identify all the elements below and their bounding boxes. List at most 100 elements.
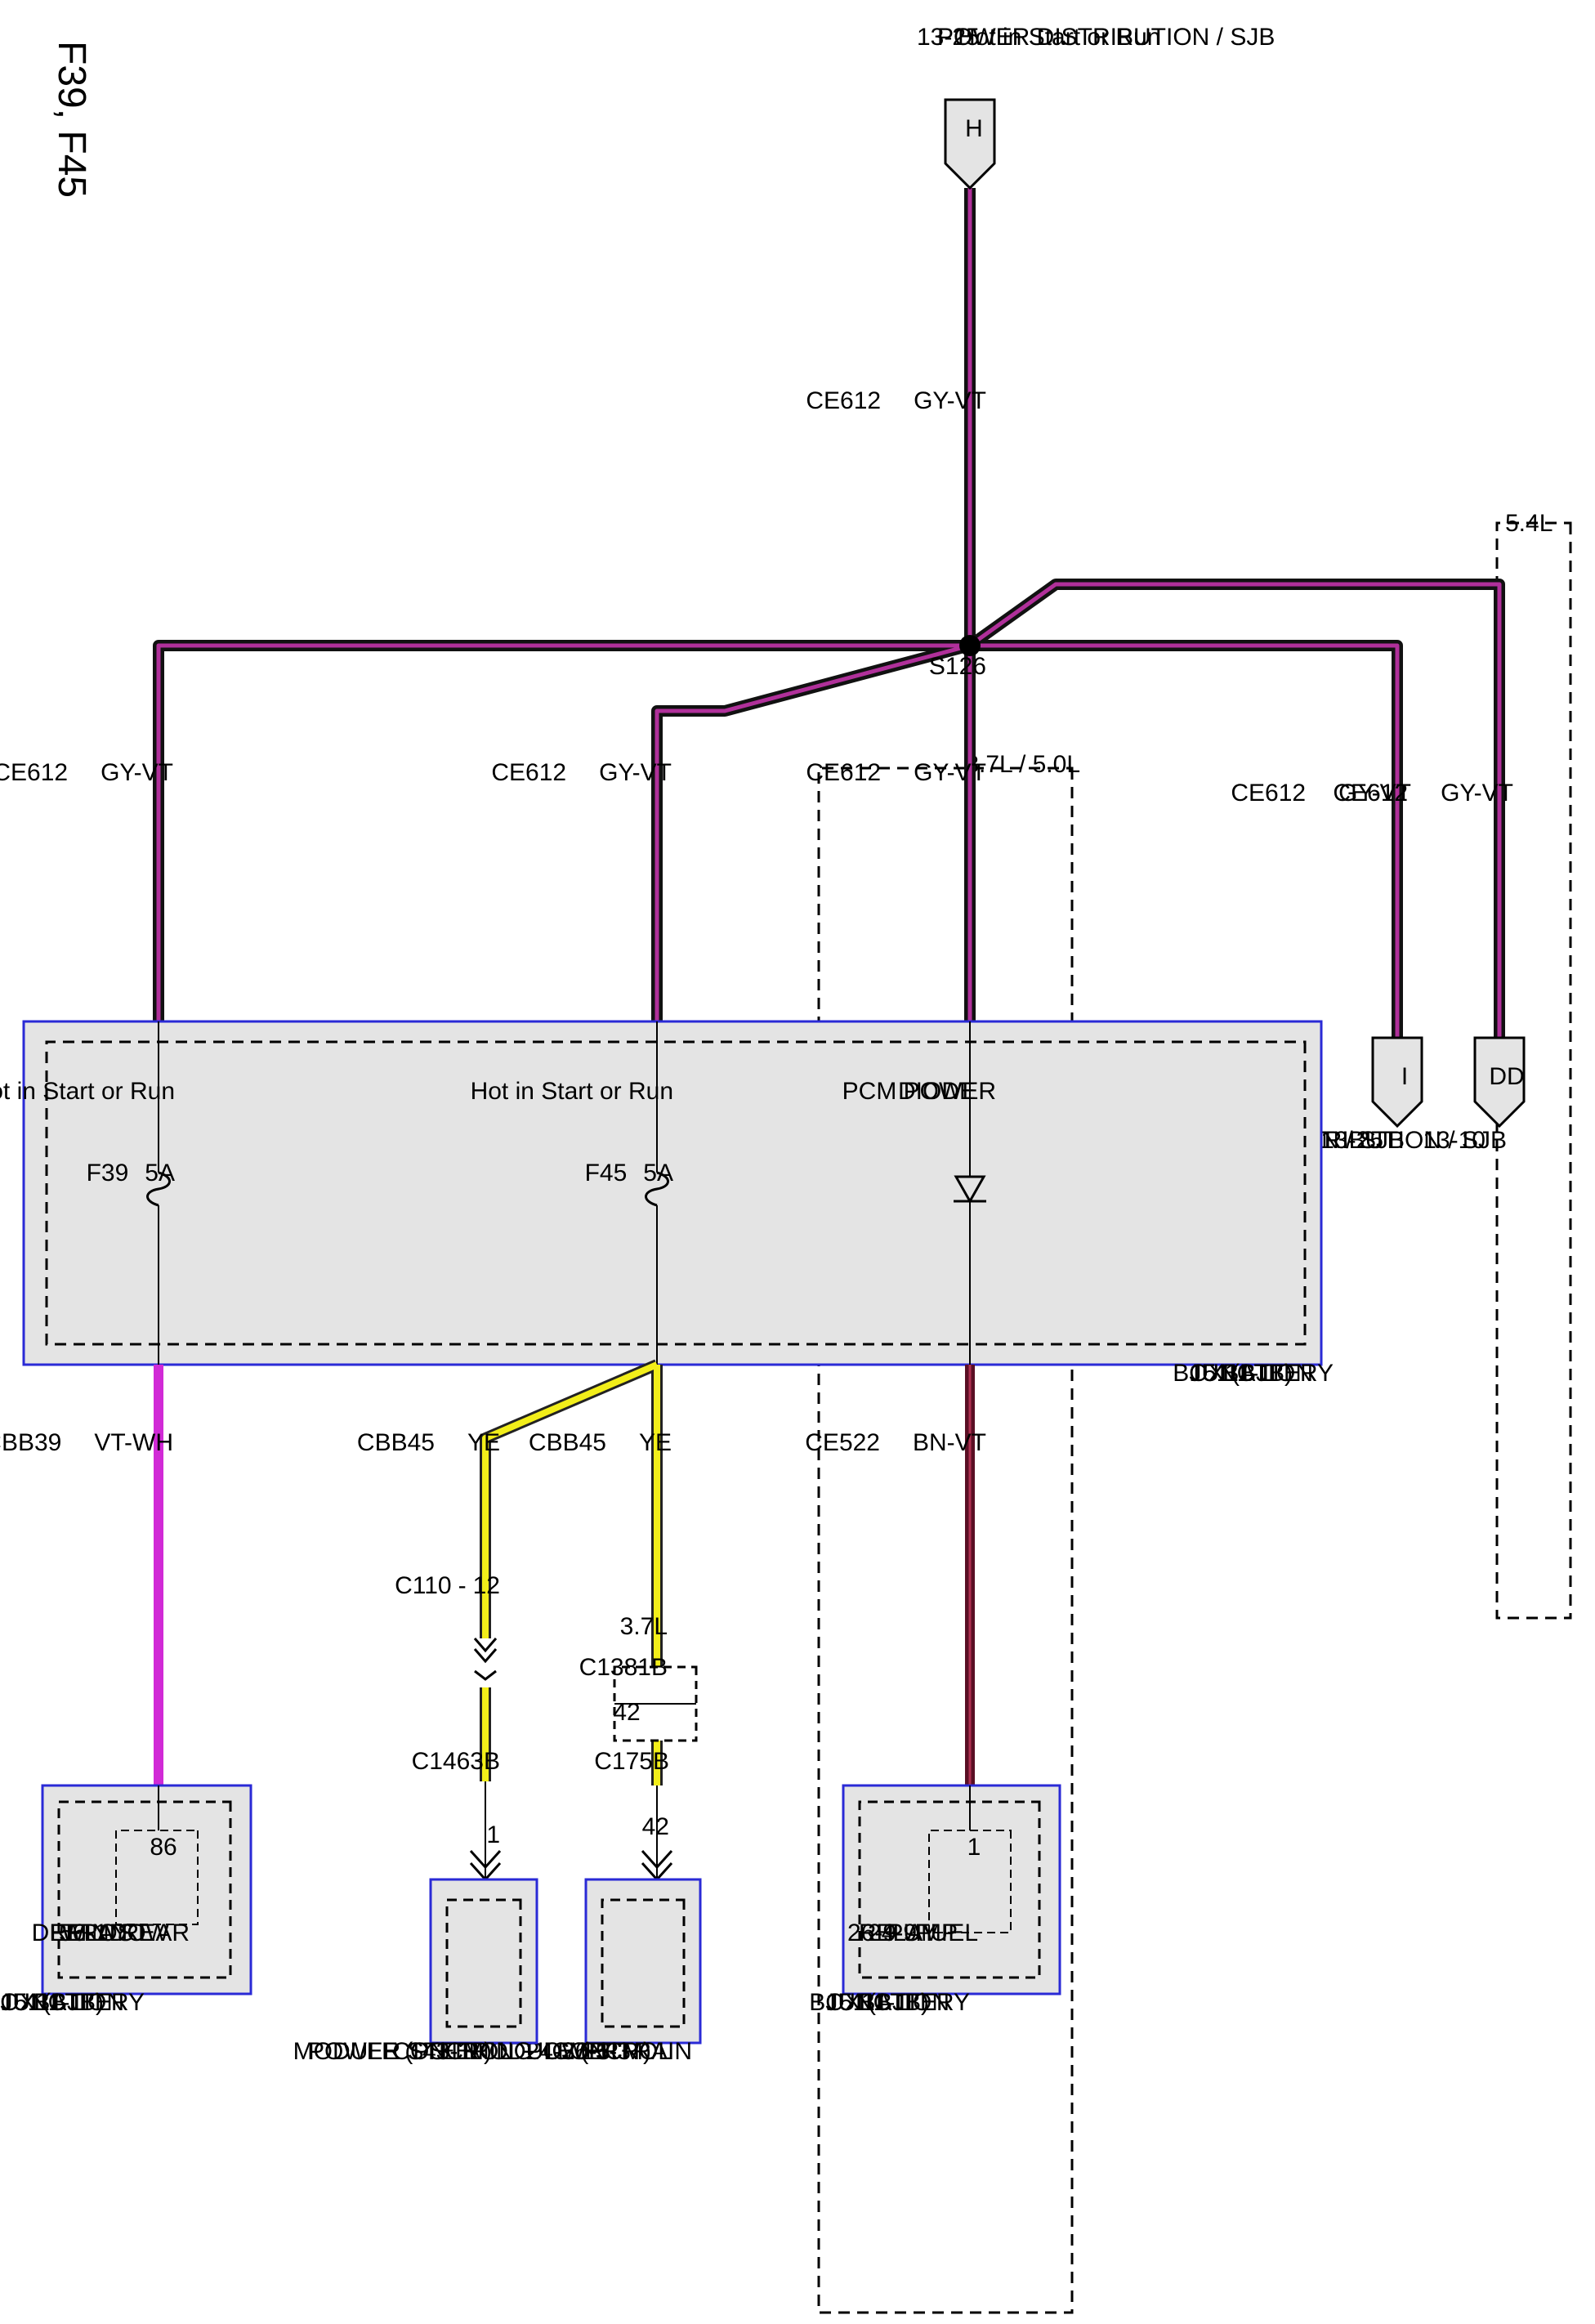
fuse-f39-symbol [146, 1171, 171, 1207]
connector-c1463b-pin: 1 [486, 1821, 500, 1848]
connector-h-note: Hot in Start or Run [958, 24, 1160, 51]
variant-label-3-7l: 3.7L [620, 1613, 668, 1640]
rear-defrost-relay-pin: 86 [150, 1834, 176, 1861]
connector-h-letter: H [965, 115, 983, 142]
svg-text:POWERTRAIN: POWERTRAIN [526, 2038, 692, 2065]
svg-text:26-9: 26-9 [847, 1920, 896, 1946]
bjb-bottom-2-inner [57, 1800, 232, 1979]
svg-text:24-3 25-3: 24-3 25-3 [526, 2038, 631, 2065]
pcm-module-box [584, 1878, 702, 2045]
page-title: F39, F45 [50, 41, 93, 198]
svg-text:RELAY: RELAY [50, 1920, 128, 1946]
svg-text:JUNCTION: JUNCTION [0, 1989, 124, 2016]
option-box-3-7l-5-0l [817, 766, 1074, 2314]
connector-dd-pin: 13-10 [1423, 1127, 1486, 1154]
variant-label-3-7l-5-0l: 3.7L / 5.0L [965, 751, 1080, 778]
bjb-main-inner [45, 1040, 1307, 1346]
connector-c110-label: C110-12 [395, 1572, 500, 1599]
svg-text:REAR: REAR [122, 1920, 190, 1946]
connector-i-letter: I [1401, 1063, 1408, 1090]
fuel-pump-relay-label: FUEL PUMP RELAY 24-9 26-9 [847, 1920, 978, 1946]
pcm-module-label: POWERTRAIN CONTROL MODULE (PCM) 24-3 25-… [469, 2038, 692, 2065]
svg-text:BATTERY: BATTERY [34, 1989, 145, 2016]
svg-text:11-1: 11-1 [36, 1989, 83, 2016]
connector-c175b-name: C175B [594, 1748, 669, 1775]
svg-text:WINDOW: WINDOW [61, 1920, 169, 1946]
connector-c175b-pin: 42 [642, 1813, 669, 1840]
connector-c1463b-name: C1463B [412, 1748, 500, 1775]
connector-c1381b-box [613, 1665, 698, 1742]
bjb-main-box [22, 1020, 1323, 1366]
connector-i-pin: 13-25 [1320, 1127, 1383, 1154]
svg-text:RELAY: RELAY [859, 1920, 937, 1946]
svg-text:FUEL: FUEL [915, 1920, 978, 1946]
svg-text:CONTROL: CONTROL [552, 2038, 672, 2065]
fuse-f45-symbol [645, 1171, 669, 1207]
pcm-module-inner [601, 1898, 686, 2028]
connector-i-shape [1371, 1036, 1423, 1128]
pscm-module-box [429, 1878, 538, 2045]
bjb-bottom-1-label: BATTERY JUNCTION BOX (BJB) 11-1 151-1 [809, 1989, 970, 2016]
svg-text:151-1: 151-1 [825, 1989, 888, 2016]
connector-h-shape [944, 98, 996, 190]
svg-text:DEFROST: DEFROST [32, 1920, 149, 1946]
svg-text:BATTERY: BATTERY [859, 1989, 970, 2016]
connector-dd-shape [1473, 1036, 1526, 1128]
bjb-bottom-1-inner [858, 1800, 1041, 1979]
svg-text:JUNCTION: JUNCTION [1189, 1360, 1313, 1387]
wire-label-f39-out: CBB39VT-WH [0, 1429, 173, 1456]
variant-label-5-4l: 5.4L [1505, 510, 1553, 537]
wires-gy-vt [153, 188, 1505, 1038]
connector-h-pin: 13-25 [917, 24, 980, 51]
bjb-bottom-2-label: BATTERY JUNCTION BOX (BJB) 11-1 151-1 [0, 1989, 145, 2016]
splice-s126-dot [959, 635, 981, 656]
connector-c110-symbol [473, 1638, 498, 1681]
svg-text:11-1: 11-1 [1225, 1360, 1272, 1387]
rear-defrost-relay-label: REAR WINDOW DEFROST RELAY 56-1 [32, 1920, 190, 1946]
connector-arrows [469, 1849, 673, 1882]
svg-text:56-1: 56-1 [59, 1920, 108, 1946]
svg-text:JUNCTION: JUNCTION [825, 1989, 949, 2016]
bjb-main-label: BATTERY JUNCTION BOX (BJB) 11-1 151-1 [1173, 1360, 1334, 1387]
bjb-internal-lines [158, 1021, 971, 1365]
svg-text:POWER STEERING: POWER STEERING [308, 2038, 533, 2065]
svg-text:BATTERY: BATTERY [1222, 1360, 1334, 1387]
pcm-diode-symbol [954, 1175, 986, 1204]
bjb-bottom-1-box [842, 1784, 1061, 1996]
pcm-diode-label-1: PCM POWER [842, 1078, 996, 1105]
bjb-bottom-2-box [41, 1784, 252, 1996]
pscm-module-label: POWER STEERING CONTROL MODULE (PSCM) 43-… [293, 2038, 533, 2065]
svg-text:BOX (BJB): BOX (BJB) [0, 1989, 104, 2016]
connector-c1381b-pin: 42 [613, 1699, 640, 1726]
wires-output [154, 1359, 975, 1785]
svg-text:43-1: 43-1 [422, 2038, 471, 2065]
fuse-f39-note: Hot in Start or Run [0, 1078, 175, 1105]
rear-defrost-relay-box [115, 1830, 199, 1925]
svg-text:11-1: 11-1 [861, 1989, 909, 2016]
svg-text:BOX (BJB): BOX (BJB) [1173, 1360, 1293, 1387]
pscm-module-inner [445, 1898, 522, 2028]
fuel-pump-relay-pin: 1 [967, 1834, 981, 1861]
svg-text:24-9: 24-9 [868, 1920, 917, 1946]
svg-text:26-3: 26-3 [561, 2038, 610, 2065]
svg-text:CONTROL: CONTROL [392, 2038, 512, 2065]
connector-c1381b-name: C1381B [579, 1654, 668, 1681]
connector-h-label: POWER DISTRIBUTION / SJB [937, 24, 1275, 51]
svg-text:MODULE (PSCM): MODULE (PSCM) [293, 2038, 492, 2065]
svg-text:151-1: 151-1 [1189, 1360, 1252, 1387]
svg-text:PUMP: PUMP [887, 1920, 958, 1946]
